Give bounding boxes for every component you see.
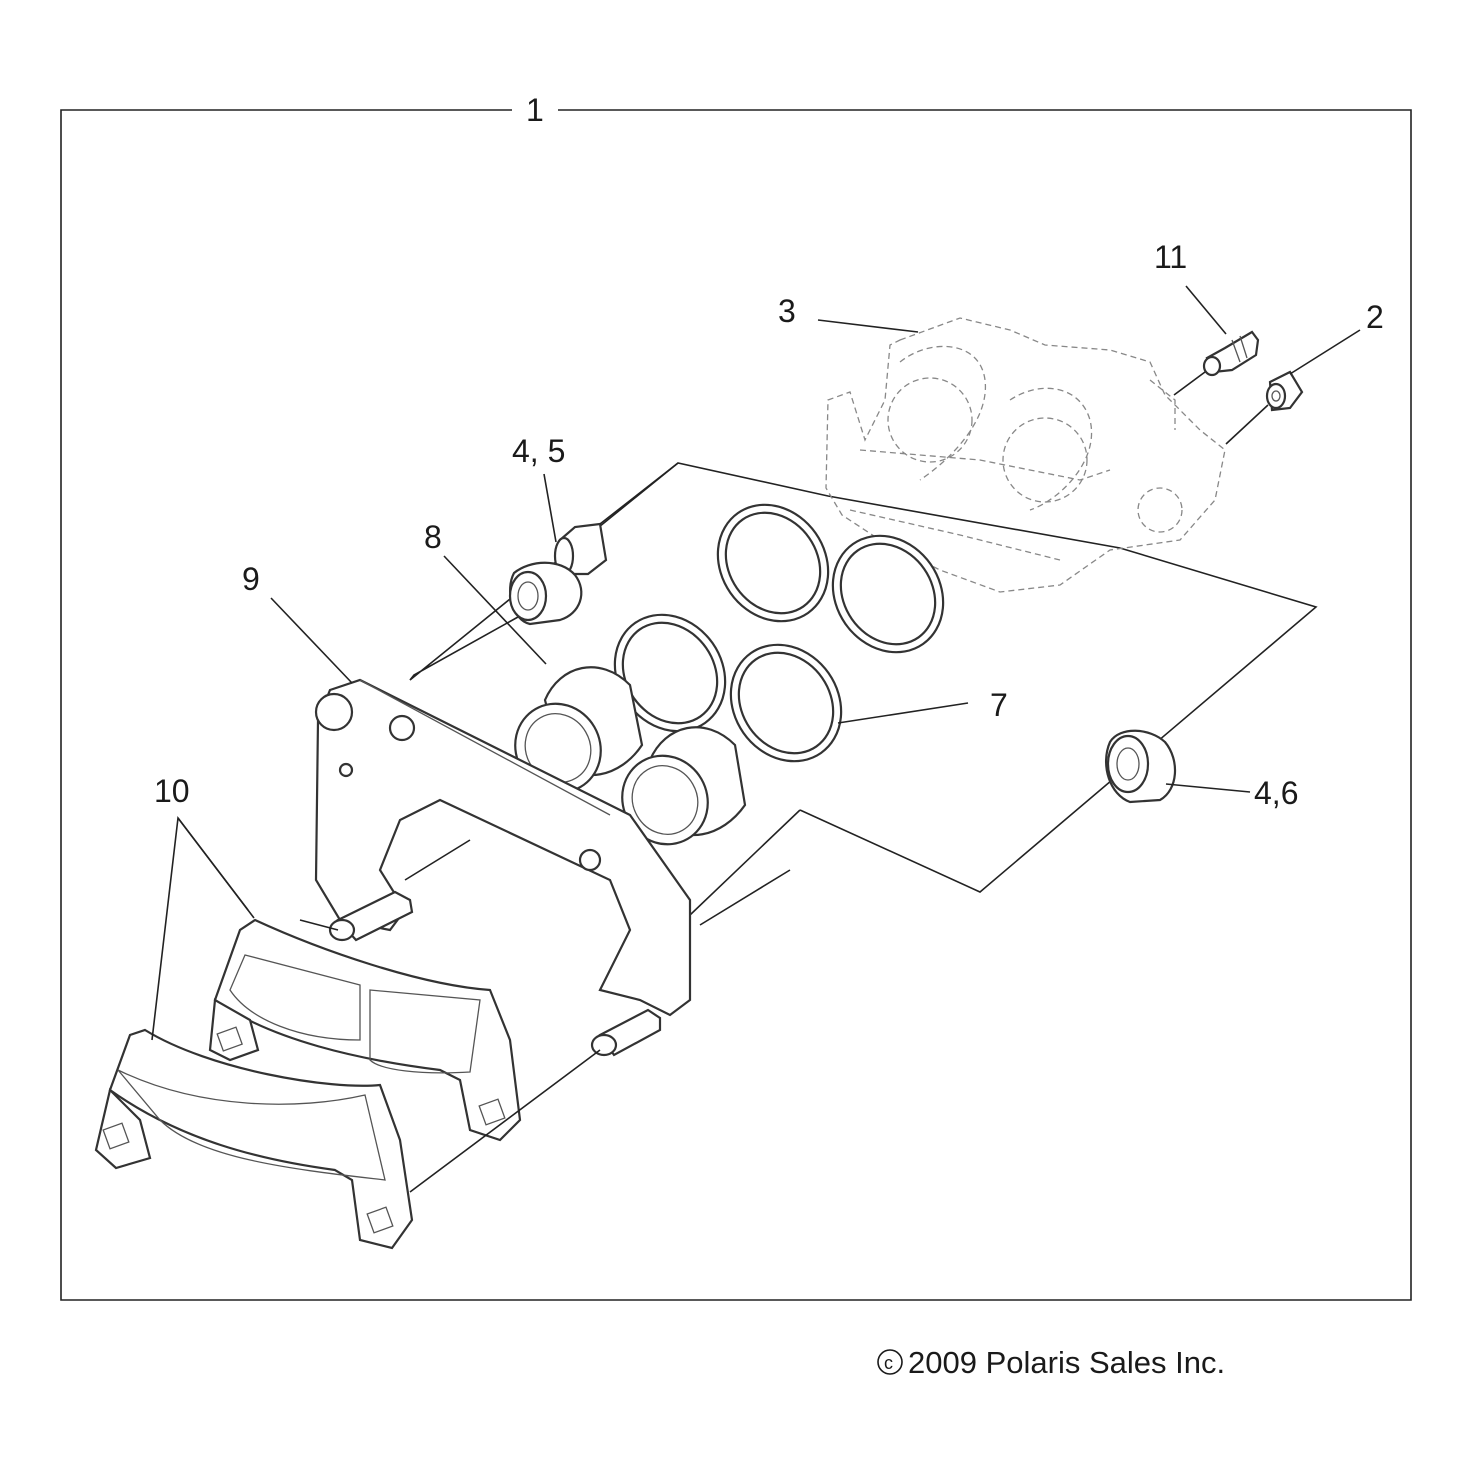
copyright-text: 2009 Polaris Sales Inc. bbox=[908, 1345, 1225, 1380]
leader-46 bbox=[1165, 783, 1251, 793]
callout-11: 11 bbox=[1154, 239, 1187, 275]
callout-4-5: 4, 5 bbox=[512, 433, 565, 469]
leader-9 bbox=[270, 597, 353, 684]
brake-pads bbox=[94, 918, 601, 1250]
callout-2: 2 bbox=[1366, 299, 1384, 335]
leader-11 bbox=[1185, 285, 1227, 335]
callout-1: 1 bbox=[526, 92, 544, 128]
bleeder-screw bbox=[1173, 330, 1260, 396]
caliper-body bbox=[825, 317, 1226, 593]
leader-8 bbox=[443, 555, 547, 665]
leader-3 bbox=[817, 319, 919, 333]
assembly-frame bbox=[60, 109, 1412, 1301]
assembly-bracket-lower bbox=[689, 809, 801, 916]
pistons bbox=[514, 666, 747, 846]
copyright-symbol-circle bbox=[877, 1349, 903, 1375]
leader-10-b bbox=[177, 817, 255, 919]
guide-pin-bolt-boot bbox=[508, 462, 679, 626]
callout-3: 3 bbox=[778, 293, 796, 329]
copyright-symbol: c bbox=[884, 1353, 893, 1373]
leader-45 bbox=[543, 473, 557, 543]
callout-7: 7 bbox=[990, 687, 1008, 723]
piston-seals bbox=[613, 503, 945, 763]
bleeder-cap bbox=[1225, 370, 1304, 445]
callout-8: 8 bbox=[424, 519, 442, 555]
callout-4-6: 4,6 bbox=[1254, 775, 1298, 811]
guide-pin-boot bbox=[1105, 729, 1177, 804]
assembly-bracket-upper bbox=[409, 462, 1318, 893]
caliper-bracket bbox=[314, 678, 791, 1057]
callout-10: 10 bbox=[154, 773, 190, 809]
leader-2 bbox=[1289, 329, 1361, 375]
leader-7 bbox=[837, 702, 969, 724]
copyright-notice: c 2009 Polaris Sales Inc. bbox=[877, 1345, 1225, 1380]
callout-9: 9 bbox=[242, 561, 260, 597]
